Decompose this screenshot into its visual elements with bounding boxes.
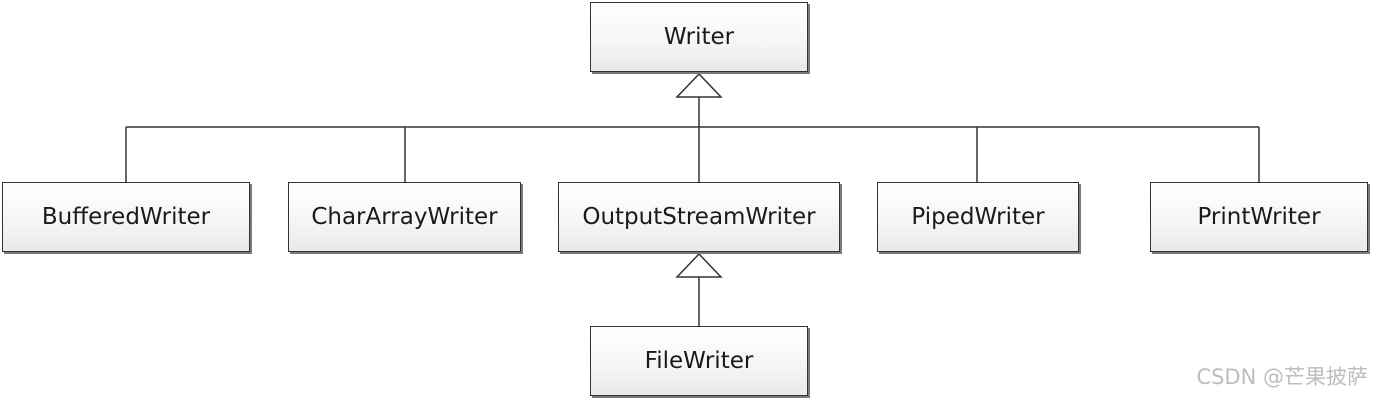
class-box-chararraywriter: CharArrayWriter xyxy=(288,182,521,252)
class-label-writer: Writer xyxy=(663,24,735,50)
class-box-bufferedwriter: BufferedWriter xyxy=(2,182,250,252)
class-box-writer: Writer xyxy=(590,2,808,72)
watermark: CSDN @芒果披萨 xyxy=(1196,365,1368,389)
class-label-filewriter: FileWriter xyxy=(644,348,754,374)
class-label-outputstreamwriter: OutputStreamWriter xyxy=(582,204,816,230)
generalization-arrow-outputstreamwriter xyxy=(675,252,723,278)
class-box-printwriter: PrintWriter xyxy=(1150,182,1368,252)
class-box-outputstreamwriter: OutputStreamWriter xyxy=(558,182,840,252)
class-label-chararraywriter: CharArrayWriter xyxy=(311,204,498,230)
class-label-bufferedwriter: BufferedWriter xyxy=(41,204,211,230)
class-label-pipedwriter: PipedWriter xyxy=(911,204,1045,230)
generalization-arrow-writer xyxy=(675,72,723,98)
class-box-filewriter: FileWriter xyxy=(590,326,808,396)
class-box-pipedwriter: PipedWriter xyxy=(877,182,1079,252)
class-label-printwriter: PrintWriter xyxy=(1197,204,1321,230)
